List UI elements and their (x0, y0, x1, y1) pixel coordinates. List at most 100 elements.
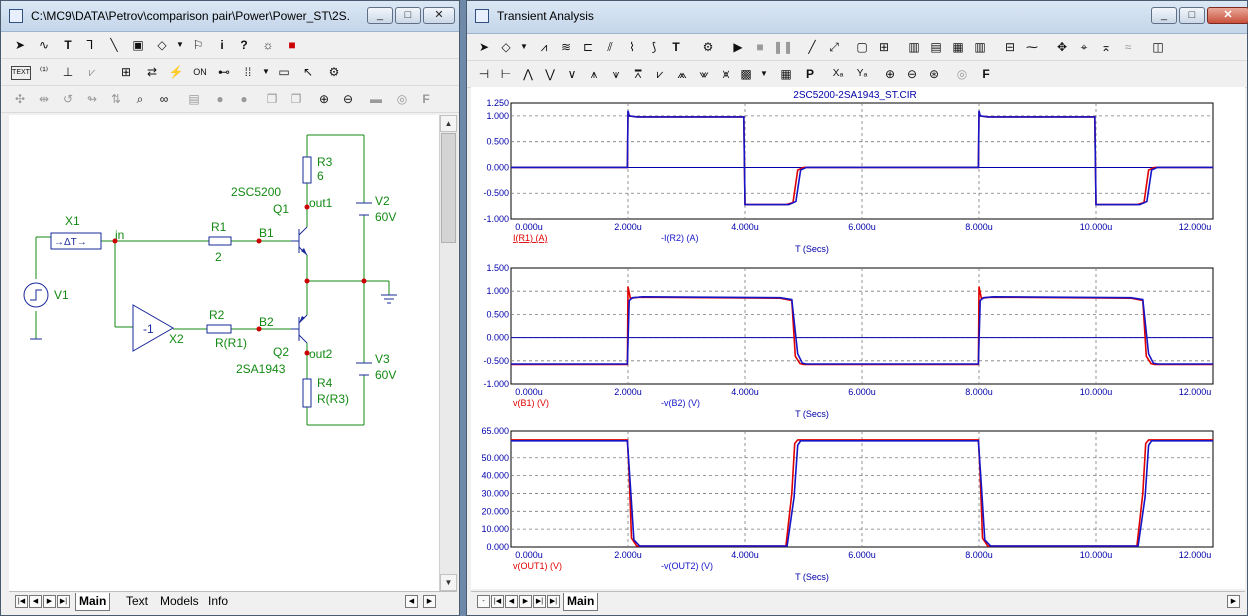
pause-icon[interactable]: ❚❚ (773, 40, 794, 54)
frame-icon[interactable]: ▢ (856, 40, 868, 54)
diagonal-wire-icon[interactable]: ╲ (110, 38, 118, 52)
align-icon[interactable]: ✣ (14, 92, 26, 106)
minus-icon[interactable]: ⊟ (1004, 40, 1016, 54)
global-high-icon[interactable]: ⩞ (634, 67, 642, 81)
text-tool-icon[interactable]: T (672, 40, 680, 54)
scroll-down-icon[interactable]: ▼ (440, 574, 457, 591)
diagonal-icon[interactable]: ⤢ (829, 40, 839, 54)
close-button[interactable]: ✕ (1207, 7, 1248, 24)
columns-icon[interactable]: ▥ (974, 40, 986, 54)
dropdown-arrow-icon[interactable]: ▼ (176, 40, 184, 49)
grid-icon[interactable]: ⊞ (878, 40, 890, 54)
info-icon[interactable]: i (220, 38, 224, 52)
scale-icon[interactable]: ⩘ (540, 40, 548, 54)
flip-h-icon[interactable]: ⇹ (38, 92, 50, 106)
hbars-icon[interactable]: ▤ (930, 40, 942, 54)
tab-main[interactable]: Main (75, 593, 111, 611)
first-page-icon[interactable]: |◀ (491, 595, 504, 608)
select-arrow-icon[interactable]: ➤ (478, 40, 490, 54)
properties-icon[interactable]: ⚙ (702, 40, 714, 54)
marker-icon[interactable]: ⌖ (1080, 40, 1088, 54)
tokens-icon[interactable]: ⫽ (607, 40, 613, 54)
zoom-out-icon[interactable]: ⊖ (342, 92, 354, 106)
comment-icon[interactable]: ▤ (188, 92, 200, 106)
valley-icon[interactable]: ∨ (567, 67, 577, 81)
globe-icon[interactable]: ◎ (396, 92, 408, 106)
wire-tool-icon[interactable]: ⅂ (86, 38, 94, 52)
copy-icon[interactable]: ❐ (266, 92, 278, 106)
text-tool-icon[interactable]: T (64, 38, 72, 52)
component-icon[interactable]: ▣ (132, 38, 144, 52)
pin-icon[interactable]: ⊥ (62, 65, 74, 79)
text-box-icon[interactable]: TEXT (11, 66, 31, 80)
tab-text[interactable]: Text (126, 594, 149, 608)
stop-icon[interactable]: ■ (756, 40, 764, 54)
tab-models[interactable]: Models (160, 594, 199, 608)
flag-icon[interactable]: ⚐ (192, 38, 204, 52)
font-icon[interactable]: F (422, 92, 430, 106)
x-scale-icon[interactable]: Xₐ (832, 68, 844, 79)
prev-page-icon[interactable]: ◀ (505, 595, 518, 608)
find-icon[interactable]: ⌕ (136, 92, 144, 106)
slope-icon[interactable]: ≈ (1124, 40, 1132, 54)
zoom-out-icon[interactable]: ⊖ (906, 67, 918, 81)
settings-icon[interactable]: ◫ (1152, 40, 1164, 54)
minus-page-icon[interactable]: - (477, 595, 490, 608)
select-arrow-icon[interactable]: ➤ (14, 38, 26, 52)
low-icon[interactable]: ⋁ (545, 67, 555, 81)
pointer-icon[interactable]: ↖ (302, 65, 314, 79)
peak-icon[interactable]: ⌅ (1100, 40, 1112, 54)
minor-grid-icon[interactable]: ▦ (952, 40, 964, 54)
chip-icon[interactable]: ▩ (740, 67, 752, 81)
tab-info[interactable]: Info (208, 594, 229, 608)
trace-icon[interactable]: ⁓ (1026, 40, 1038, 54)
shape-tool-icon[interactable]: ◇ (157, 38, 167, 52)
next-page-icon[interactable]: ▶ (519, 595, 532, 608)
minimize-button[interactable]: _ (1151, 7, 1177, 24)
folder-icon[interactable]: ▬ (370, 92, 382, 106)
hscroll-right-icon[interactable]: ▶ (1227, 595, 1240, 608)
help-icon[interactable]: ? (240, 38, 248, 52)
hscroll-left-icon[interactable]: ◀ (405, 595, 418, 608)
schematic-titlebar[interactable]: C:\MC9\DATA\Petrov\comparison pair\Power… (1, 1, 459, 32)
minimize-button[interactable]: _ (367, 7, 393, 24)
high-icon[interactable]: ⋀ (523, 67, 533, 81)
power-icon[interactable]: ⚡ (168, 65, 184, 79)
graph-icon[interactable]: ⌇ (629, 40, 635, 54)
dropdown-arrow-icon[interactable]: ▼ (262, 67, 270, 76)
zoom-in-icon[interactable]: ⊕ (318, 92, 330, 106)
last-page-icon[interactable]: ▶| (57, 595, 70, 608)
schematic-canvas[interactable]: X1 →ΔT→ in V1 R1 2 B1 2SC5200 Q1 out1 R3… (9, 115, 439, 591)
maximize-button[interactable]: □ (395, 7, 421, 24)
y-scale-icon[interactable]: Yₐ (856, 68, 868, 79)
last-page-icon[interactable]: ▶| (533, 595, 546, 608)
grid-color-icon[interactable]: ■ (288, 38, 296, 52)
prev-page-icon[interactable]: ◀ (29, 595, 42, 608)
shape-tool-icon[interactable]: ◇ (501, 40, 511, 54)
zoom-fit-icon[interactable]: ⊛ (928, 67, 940, 81)
global-low-icon[interactable]: ⩗ (656, 67, 664, 81)
performance-icon[interactable]: P (805, 67, 814, 81)
schematic-vscrollbar[interactable]: ▲ ▼ (439, 115, 458, 591)
model-icon[interactable]: ⊞ (120, 65, 132, 79)
probe-icon[interactable]: ☼ (262, 38, 274, 52)
tab-main[interactable]: Main (563, 593, 599, 611)
maximize-button[interactable]: □ (1179, 7, 1205, 24)
dotted-grid-icon[interactable]: ⁞⁞ (244, 65, 252, 79)
wave-icon[interactable]: ⩙ (722, 67, 730, 81)
globe-icon[interactable]: ◎ (956, 67, 968, 81)
scroll-up-icon[interactable]: ▲ (440, 115, 457, 132)
binoculars-icon[interactable]: ∞ (159, 92, 169, 106)
bottom-icon[interactable]: ⩖ (699, 67, 709, 81)
line-icon[interactable]: ⊷ (218, 65, 230, 79)
transient-titlebar[interactable]: Transient Analysis _ □ ✕ (467, 1, 1248, 34)
zoom-in-icon[interactable]: ⊕ (884, 67, 896, 81)
scroll-thumb[interactable] (441, 133, 456, 243)
line-icon[interactable]: ╱ (808, 40, 816, 54)
peak-left-icon[interactable]: ⊣ (478, 67, 490, 81)
end-page-icon[interactable]: ▶| (547, 595, 560, 608)
mirror-icon[interactable]: ↬ (86, 92, 98, 106)
paste-icon[interactable]: ❐ (290, 92, 302, 106)
top-icon[interactable]: ⩕ (677, 67, 687, 81)
